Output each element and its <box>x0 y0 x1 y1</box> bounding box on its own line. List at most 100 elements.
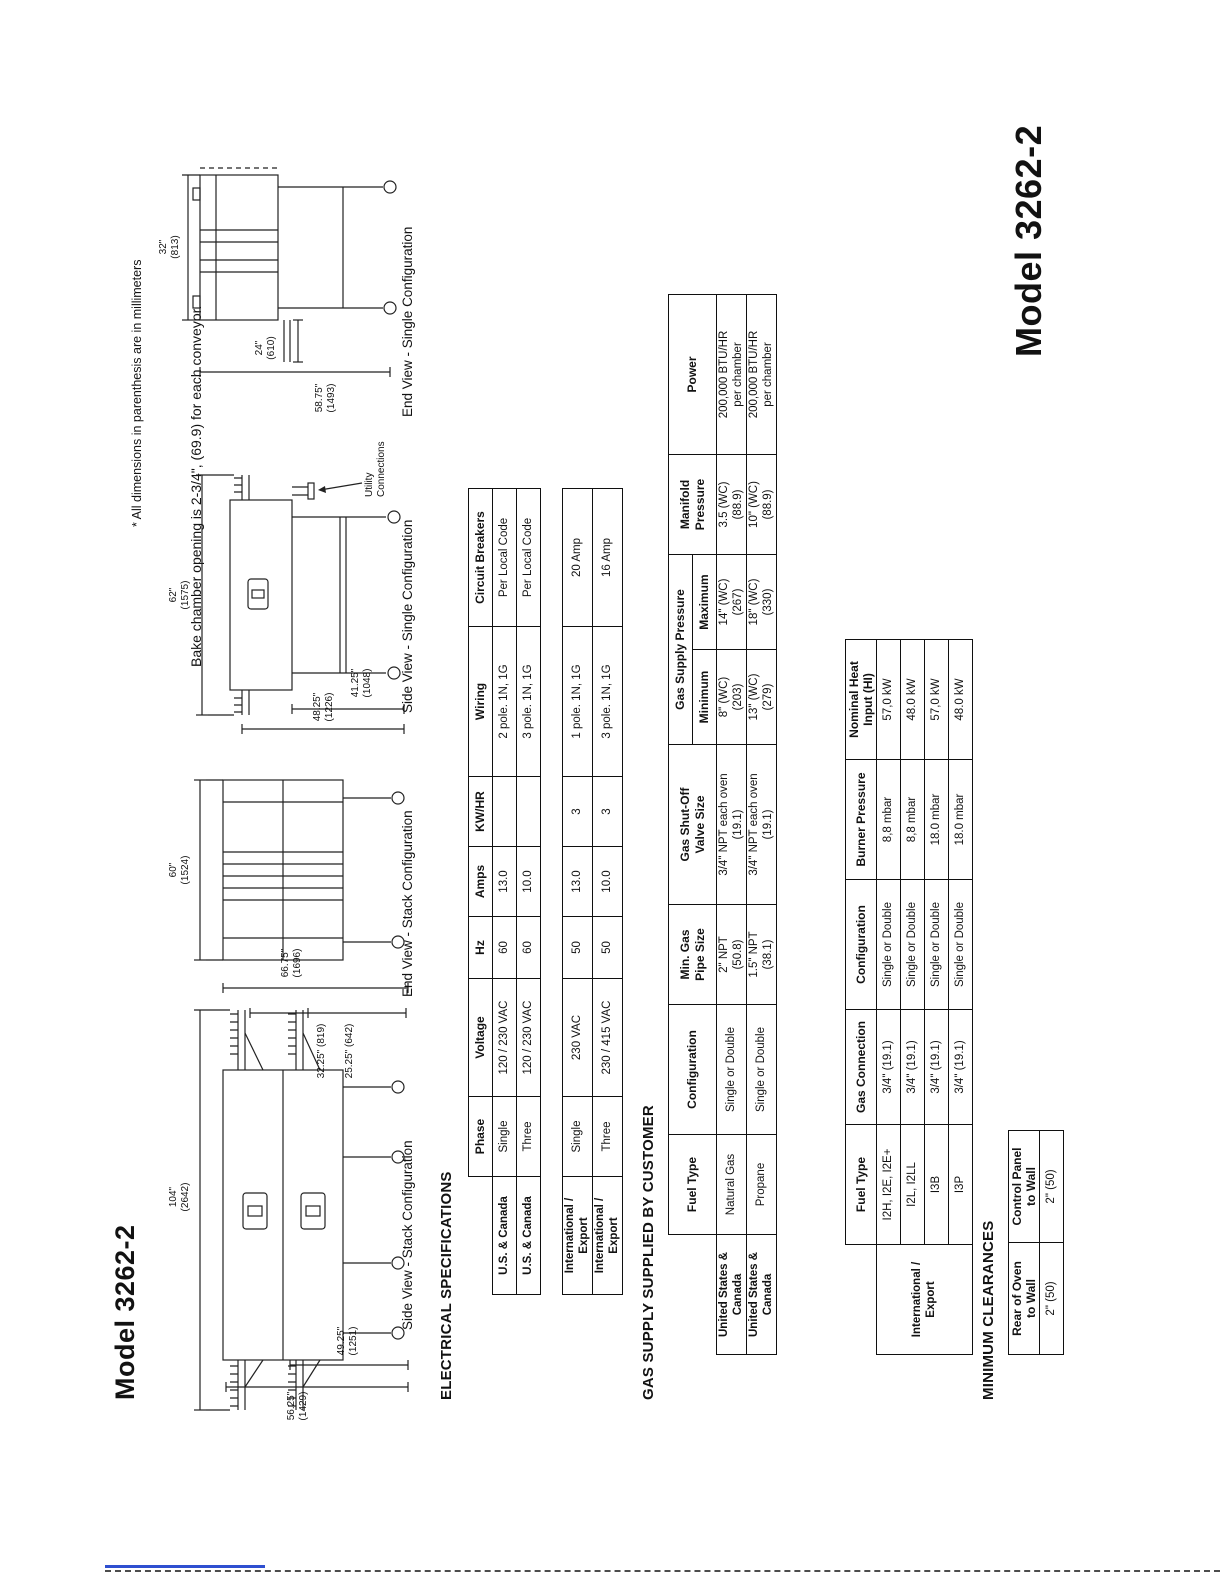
table-cell: 120 / 230 VAC <box>516 978 541 1097</box>
table-cell: 1.5" NPT (38.1) <box>746 904 777 1005</box>
table-cell: I2L, I2LL <box>900 1124 925 1245</box>
table-cell: 60 <box>492 916 517 979</box>
table-cell <box>669 1235 717 1355</box>
table-cell: Natural Gas <box>716 1134 747 1235</box>
column-header: Circuit Breakers <box>468 488 493 627</box>
row-label: International / Export <box>562 1176 593 1295</box>
table-cell: 16 Amp <box>592 488 623 627</box>
column-header: Power <box>668 294 717 455</box>
side-view-single-drawing-svg <box>196 474 405 734</box>
table-cell: I2H, I2E, I2E+ <box>876 1124 901 1245</box>
utility-connections-label: Utility Connections <box>364 441 387 497</box>
table-cell: 3 pole. 1N, 1G <box>516 626 541 777</box>
dim-label-height: 58.75" (1493) <box>314 383 337 413</box>
table-row: International / Export Single 230 VAC 50… <box>562 488 593 1295</box>
table-cell <box>516 776 541 847</box>
column-header: Gas Connection <box>845 1009 877 1125</box>
table-row: Fuel Type Gas Connection Configuration B… <box>845 639 877 1355</box>
column-header: Nominal Heat Input (HI) <box>845 639 877 760</box>
column-header: Configuration <box>668 1004 717 1135</box>
caption-end-view-stack: End View - Stack Configuration <box>400 810 415 997</box>
table-cell: 10.0 <box>516 846 541 917</box>
column-header: Gas Shut-Off Valve Size <box>668 744 717 905</box>
table-cell: Single or Double <box>716 1004 747 1135</box>
dimensions-note: * All dimensions in parenthesis are in m… <box>130 259 144 527</box>
table-row: U.S. & Canada Single 120 / 230 VAC 60 13… <box>492 488 517 1295</box>
dim-label-width: 104" (2642) <box>168 1182 191 1212</box>
table-cell: 13.0 <box>562 846 593 917</box>
table-cell: 14" (WC) (267) <box>716 554 747 650</box>
table-row: International / Export Three 230 / 415 V… <box>592 488 623 1295</box>
row-label: International / Export <box>592 1176 623 1295</box>
table-cell: Three <box>592 1096 623 1177</box>
table-cell <box>846 1245 877 1355</box>
table-cell: I3B <box>924 1124 949 1245</box>
table-row: United States & Canada Propane Single or… <box>746 294 777 1355</box>
table-row: Rear of Oven to Wall Control Panel to Wa… <box>1008 1130 1040 1355</box>
table-cell: 3 <box>562 776 593 847</box>
table-cell: Single <box>562 1096 593 1177</box>
table-cell: 50 <box>562 916 593 979</box>
table-cell: 48.0 kW <box>900 639 925 760</box>
table-cell: 200,000 BTU/HR per chamber <box>716 294 747 455</box>
table-cell: 50 <box>592 916 623 979</box>
table-cell: 3 <box>592 776 623 847</box>
table-cell: 230 / 415 VAC <box>592 978 623 1097</box>
table-row: International / Export I2H, I2E, I2E+ 3/… <box>876 639 973 1355</box>
electrical-us-table: Phase Voltage Hz Amps KW/HR Wiring Circu… <box>468 488 541 1295</box>
table-cell: 3/4" (19.1) <box>900 1009 925 1125</box>
row-label: United States & Canada <box>716 1234 747 1355</box>
gas-us-table: Fuel Type Configuration Min. Gas Pipe Si… <box>668 294 778 1355</box>
table-cell: 3/4" (19.1) <box>948 1009 973 1125</box>
table-cell: 2" (50) <box>1039 1242 1064 1355</box>
table-cell: 1 pole. 1N, 1G <box>562 626 593 777</box>
table-cell: 57,0 kW <box>876 639 901 760</box>
table-cell: 2" (50) <box>1039 1130 1064 1243</box>
table-cell: 13.0 <box>492 846 517 917</box>
scan-artifact-line-blue <box>105 1565 265 1568</box>
dim-label-width: 60" (1524) <box>168 855 191 885</box>
column-header: Minimum <box>692 649 717 745</box>
table-cell: 3.5 (WC) (88.9) <box>716 454 747 555</box>
table-cell: Per Local Code <box>492 488 517 627</box>
table-cell: Single or Double <box>876 879 901 1010</box>
table-cell: Single or Double <box>924 879 949 1010</box>
table-row: 2" (50) 2" (50) <box>1039 1130 1064 1355</box>
table-cell: 8,8 mbar <box>900 759 925 880</box>
column-header: Fuel Type <box>668 1134 717 1235</box>
clearances-heading: MINIMUM CLEARANCES <box>980 1220 997 1400</box>
page-title: Model 3262-2 <box>110 1224 140 1400</box>
table-cell: 18" (WC) (330) <box>746 554 777 650</box>
table-cell: 3/4" (19.1) <box>876 1009 901 1125</box>
column-header: Voltage <box>468 978 493 1097</box>
column-header: Min. Gas Pipe Size <box>668 904 717 1005</box>
table-cell: 8" (WC) (203) <box>716 649 747 745</box>
dim-label-height2: 49.25" (1251) <box>336 1326 359 1356</box>
clearances-table: Rear of Oven to Wall Control Panel to Wa… <box>1008 1130 1065 1355</box>
column-header: Fuel Type <box>845 1124 877 1245</box>
table-cell: 2 pole. 1N, 1G <box>492 626 517 777</box>
dim-label-height1: 56.25" (1429) <box>286 1391 309 1421</box>
column-header: Manifold Pressure <box>668 454 717 555</box>
table-cell: Single or Double <box>746 1004 777 1135</box>
table-cell: Per Local Code <box>516 488 541 627</box>
electrical-heading: ELECTRICAL SPECIFICATIONS <box>438 1171 455 1400</box>
table-row: Fuel Type Configuration Min. Gas Pipe Si… <box>668 294 717 1355</box>
table-cell: 48.0 kW <box>948 639 973 760</box>
dim-label-right2: 25.25" (642) <box>344 1023 355 1079</box>
table-cell: 3/4" NPT each oven (19.1) <box>716 744 747 905</box>
dim-label-height2: 41.25" (1048) <box>350 668 373 698</box>
dim-label-inner: 24" (610) <box>254 336 277 360</box>
model-title-large: Model 3262-2 <box>1008 124 1049 357</box>
drawing-end-view-single: 32" (813) 24" (610) 58.75" (1493) <box>158 135 403 420</box>
table-cell: Single or Double <box>948 879 973 1010</box>
table-cell <box>469 1177 493 1295</box>
drawing-side-view-stack: 104" (2642) 56.25" (1429) 49.25" (1251) … <box>168 995 418 1425</box>
row-label: U.S. & Canada <box>492 1176 517 1295</box>
table-cell: 8,8 mbar <box>876 759 901 880</box>
table-cell: 230 VAC <box>562 978 593 1097</box>
table-cell: Three <box>516 1096 541 1177</box>
row-label: United States & Canada <box>746 1234 777 1355</box>
dim-label-width: 62" (1575) <box>168 580 191 610</box>
